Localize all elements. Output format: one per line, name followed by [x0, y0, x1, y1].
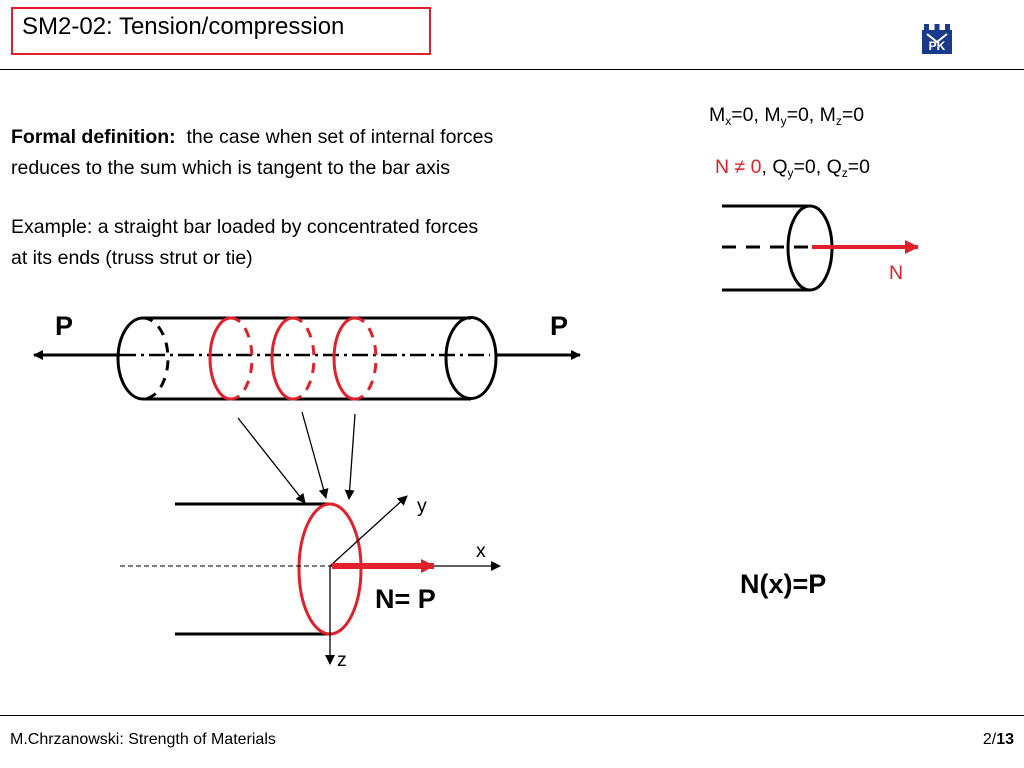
footer-divider: [0, 715, 1024, 716]
page-number: 2/13: [982, 731, 1014, 748]
title-frame: [11, 7, 431, 55]
moments-equation: Mx=0, My=0, Mz=0: [709, 104, 865, 128]
normal-force-nonzero: N ≠ 0: [715, 156, 762, 178]
axis-y-label: y: [417, 495, 427, 517]
total-pages: 13: [996, 731, 1014, 748]
force-p-right-label: P: [550, 311, 569, 341]
axis-x-label: x: [476, 540, 486, 562]
axis-z-label: z: [337, 649, 347, 671]
forces-equation: N ≠ 0, Qy=0, Qz=0: [715, 156, 870, 180]
force-p-left-label: P: [55, 311, 74, 341]
formal-definition: Formal definition: the case when set of …: [11, 122, 671, 184]
bar-diagram: [33, 316, 581, 401]
cross-section-diagram: [120, 495, 501, 665]
university-logo-icon: PK: [922, 24, 952, 54]
section-cut-diagram: [722, 204, 919, 292]
header-divider: [0, 69, 1024, 70]
footer-author: M.Chrzanowski: Strength of Materials: [10, 731, 276, 748]
slide-title: SM2-02: Tension/compression: [22, 13, 345, 40]
section-pointers: [237, 411, 356, 504]
svg-text:PK: PK: [929, 39, 946, 53]
definition-line1: the case when set of internal forces: [186, 126, 494, 148]
definition-label: Formal definition:: [11, 126, 176, 148]
n-equals-p-label: N= P: [375, 584, 436, 614]
example-line2: at its ends (truss strut or tie): [11, 247, 253, 269]
n-of-x-formula: N(x)=P: [740, 569, 827, 599]
normal-force-label: N: [889, 262, 904, 284]
example-text: Example: a straight bar loaded by concen…: [11, 212, 671, 274]
definition-line2: reduces to the sum which is tangent to t…: [11, 157, 450, 179]
example-line1: Example: a straight bar loaded by concen…: [11, 216, 479, 238]
